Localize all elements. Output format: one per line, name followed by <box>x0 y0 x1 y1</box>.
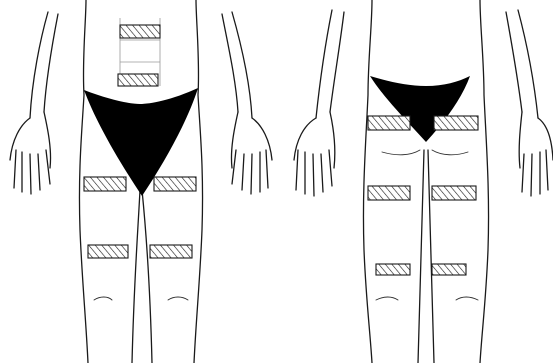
front-right-hand <box>231 112 272 194</box>
front-knee-lines <box>94 297 188 300</box>
back-right-hand <box>519 112 553 196</box>
back-pad-right-upper-thigh <box>432 186 476 200</box>
front-right-leg-outline <box>142 190 152 363</box>
back-pad-right-lower-thigh <box>432 264 466 275</box>
front-left-hand <box>10 112 51 194</box>
back-gluteal-creases <box>382 150 468 155</box>
back-right-leg-outline <box>428 150 434 363</box>
front-left-leg-outline <box>132 190 140 363</box>
front-pad-right-upper-thigh <box>154 177 196 191</box>
front-pad-lower-abdomen <box>118 74 158 86</box>
back-shaded-region <box>370 76 470 142</box>
back-view <box>294 0 553 363</box>
front-pad-left-upper-thigh <box>84 177 126 191</box>
front-left-arm-outline <box>30 12 58 118</box>
back-torso-left-outline <box>363 0 372 363</box>
front-pad-left-lower-thigh <box>88 245 128 258</box>
back-left-hand <box>294 112 335 196</box>
front-pad-upper-abdomen <box>120 25 160 38</box>
back-knee-lines <box>376 297 478 300</box>
back-left-arm-outline <box>316 10 344 118</box>
back-pad-left-lower-thigh <box>376 264 410 275</box>
back-pad-right-upper-buttock <box>434 116 478 130</box>
back-right-arm-outline <box>506 10 538 118</box>
back-pad-left-upper-buttock <box>368 116 410 130</box>
back-pad-left-upper-thigh <box>368 186 410 200</box>
front-view <box>10 0 272 363</box>
back-torso-right-outline <box>480 0 489 363</box>
front-pad-right-lower-thigh <box>150 245 192 258</box>
back-left-leg-outline <box>418 150 424 363</box>
front-right-arm-outline <box>222 12 252 118</box>
